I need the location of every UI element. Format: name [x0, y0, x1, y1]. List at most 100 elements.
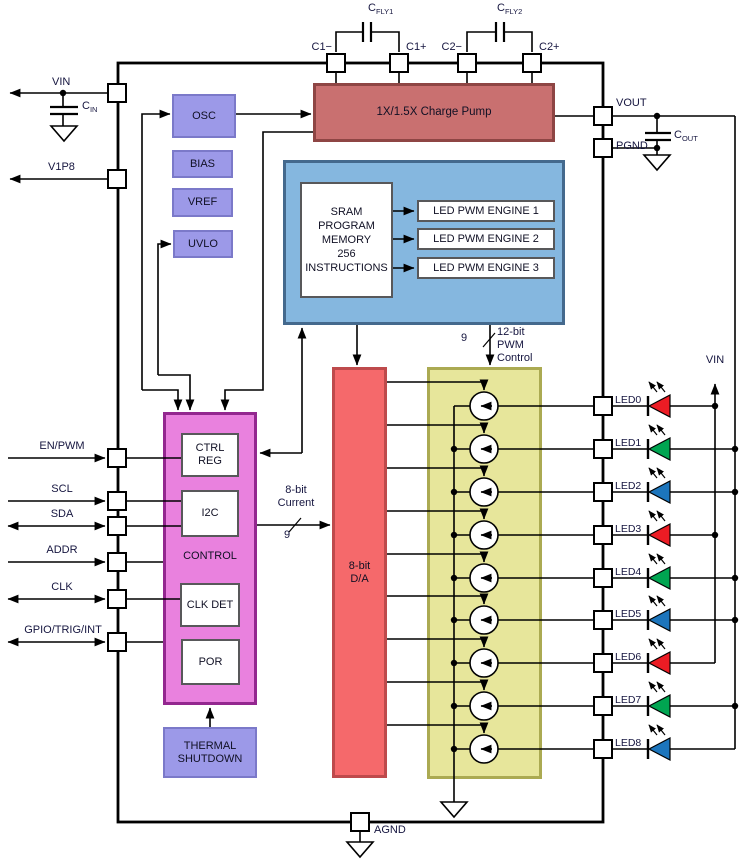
- led-symbol: [647, 651, 671, 675]
- pin-box-addr: [107, 552, 127, 572]
- thermal-shutdown-block: THERMAL SHUTDOWN: [163, 727, 257, 778]
- led0-label: LED0: [615, 394, 642, 406]
- capacitor-symbol: [361, 22, 506, 42]
- pin-label-clk: CLK: [51, 581, 73, 593]
- led-symbol: [647, 694, 671, 718]
- led-symbol: [647, 608, 671, 632]
- pin-box-c2-minus: [457, 53, 477, 73]
- led-channel-1: [387, 422, 739, 464]
- pin-label-scl: SCL: [51, 483, 73, 495]
- pin-box-vout: [593, 106, 613, 126]
- pin-label-c1-plus: C1+: [406, 41, 427, 53]
- led-channel-6: [387, 636, 715, 678]
- vout-network: [555, 112, 736, 749]
- charge-pump-block: 1X/1.5X Charge Pump: [313, 83, 555, 142]
- pin-label-c1-minus: C1−: [311, 41, 333, 53]
- pwm-bus-label: 12-bit PWM Control: [497, 326, 533, 364]
- pin-label-addr: ADDR: [46, 544, 78, 556]
- ground-symbol: [345, 841, 375, 859]
- pin-label-gpio: GPIO/TRIG/INT: [24, 624, 102, 636]
- pin-label-c2-minus: C2−: [441, 41, 463, 53]
- led1-label: LED1: [615, 437, 642, 449]
- cfly1-label: CFLY1: [368, 2, 394, 17]
- pin-box-led2: [593, 482, 613, 502]
- led8-label: LED8: [615, 737, 642, 749]
- ground-symbol: [642, 154, 672, 172]
- led-channel-3: [387, 508, 719, 550]
- led-pwm-engine-3-block: LED PWM ENGINE 3: [417, 257, 555, 279]
- pin-box-led1: [593, 439, 613, 459]
- pin-box-led7: [593, 696, 613, 716]
- led-symbol: [647, 523, 671, 547]
- pin-box-led4: [593, 568, 613, 588]
- uvlo-block: UVLO: [173, 230, 233, 258]
- pin-label-vout: VOUT: [616, 97, 647, 109]
- led6-label: LED6: [615, 651, 642, 663]
- pin-box-led3: [593, 525, 613, 545]
- led-channel-2: [387, 465, 739, 507]
- control-label: CONTROL: [183, 549, 237, 562]
- vin-rail-label: VIN: [705, 354, 725, 366]
- pin-box-led5: [593, 610, 613, 630]
- pin-label-vin: VIN: [52, 76, 71, 88]
- internal-control-wires: [141, 109, 496, 727]
- sram-block: SRAM PROGRAM MEMORY 256 INSTRUCTIONS: [300, 182, 393, 298]
- dac-block: 8-bit D/A: [332, 367, 387, 778]
- pin-label-sda: SDA: [50, 508, 74, 520]
- cin-label: CIN: [82, 100, 98, 115]
- pin-box-clk: [107, 589, 127, 609]
- pin-box-agnd: [350, 812, 370, 832]
- led-channel-5: [387, 593, 739, 635]
- led-pwm-engine-1-block: LED PWM ENGINE 1: [417, 200, 555, 222]
- chip-boundary: [116, 61, 605, 824]
- led-pwm-engine-2-block: LED PWM ENGINE 2: [417, 228, 555, 250]
- led3-label: LED3: [615, 523, 642, 535]
- cout-capacitor-symbol: [645, 131, 671, 142]
- led-symbol: [647, 480, 671, 504]
- osc-block: OSC: [172, 94, 236, 138]
- pin-box-sda: [107, 516, 127, 536]
- fly-capacitor-network: [335, 22, 533, 83]
- ctrl-reg-block: CTRL REG: [181, 433, 239, 477]
- bias-block: BIAS: [172, 150, 233, 178]
- pin-box-c1-minus: [326, 53, 346, 73]
- bus-width-slash: [288, 517, 302, 533]
- led-symbol: [647, 437, 671, 461]
- led2-label: LED2: [615, 480, 642, 492]
- pin-box-c1-plus: [389, 53, 409, 73]
- clk-det-block: CLK DET: [180, 583, 240, 627]
- pin-box-vin: [107, 83, 127, 103]
- pwm-bus-width: 9: [461, 332, 468, 344]
- bus-width-slash: [482, 332, 496, 348]
- led-channel-0: [387, 379, 719, 421]
- led-channel-7: [387, 679, 739, 721]
- por-block: POR: [181, 639, 240, 685]
- boundary-pin-boxes: [107, 53, 613, 832]
- pin-box-pgnd: [593, 138, 613, 158]
- pin-box-en-pwm: [107, 448, 127, 468]
- led-symbol: [647, 394, 671, 418]
- pin-box-scl: [107, 491, 127, 511]
- led-symbol: [647, 737, 671, 761]
- vref-block: VREF: [172, 188, 233, 217]
- pin-label-pgnd: PGND: [616, 140, 648, 152]
- ground-symbol: [439, 801, 469, 819]
- pin-box-led6: [593, 653, 613, 673]
- vin-input-network: [9, 88, 108, 184]
- pin-label-v1p8: V1P8: [48, 161, 75, 173]
- pin-label-en-pwm: EN/PWM: [39, 440, 85, 452]
- pin-box-gpio: [107, 632, 127, 652]
- current-bus-width: 9: [284, 529, 291, 541]
- left-pin-wires: [7, 453, 181, 647]
- pin-box-led0: [593, 396, 613, 416]
- pin-box-c2-plus: [522, 53, 542, 73]
- led4-label: LED4: [615, 566, 642, 578]
- led-channel-8: [387, 722, 735, 764]
- led7-label: LED7: [615, 694, 642, 706]
- led-symbol: [647, 566, 671, 590]
- current-bus-label: 8-bit Current: [277, 484, 315, 509]
- agnd-network: [345, 831, 375, 859]
- sink-ground-bus: [439, 406, 469, 819]
